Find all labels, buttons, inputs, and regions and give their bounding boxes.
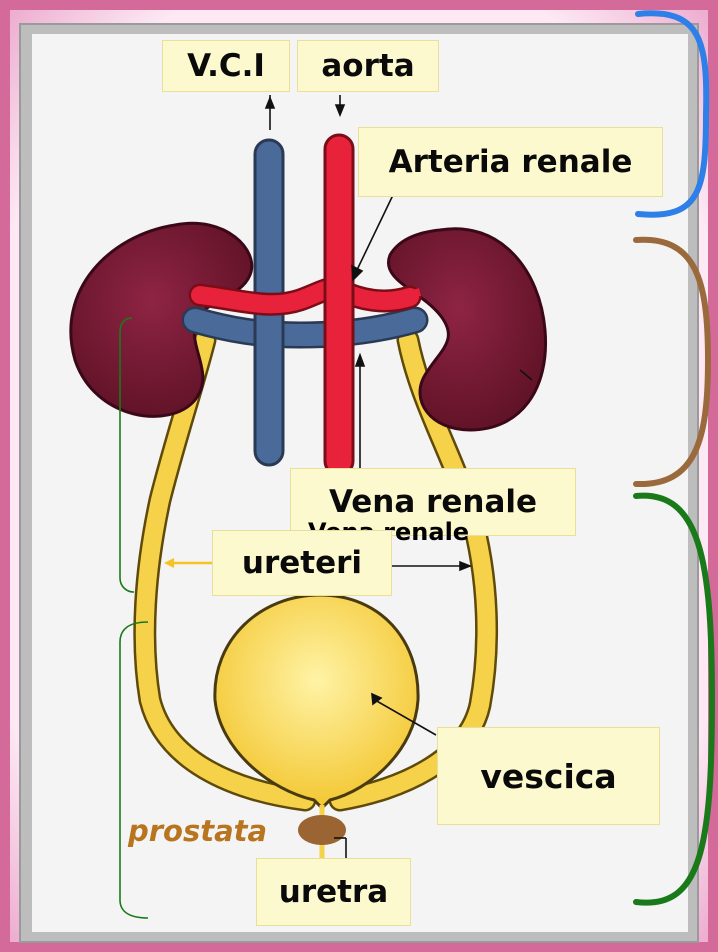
label-arteria-renale: Arteria renale <box>358 127 663 197</box>
right-vein-tip <box>398 320 420 324</box>
label-ureteri: ureteri <box>212 530 392 596</box>
label-vci: V.C.I <box>162 40 290 92</box>
label-vescica: vescica <box>437 727 660 825</box>
label-prostata: prostata <box>128 814 267 848</box>
aorta-vessel <box>325 135 353 475</box>
prostate <box>298 815 346 845</box>
label-aorta: aorta <box>297 40 439 92</box>
label-uretra: uretra <box>256 858 411 926</box>
